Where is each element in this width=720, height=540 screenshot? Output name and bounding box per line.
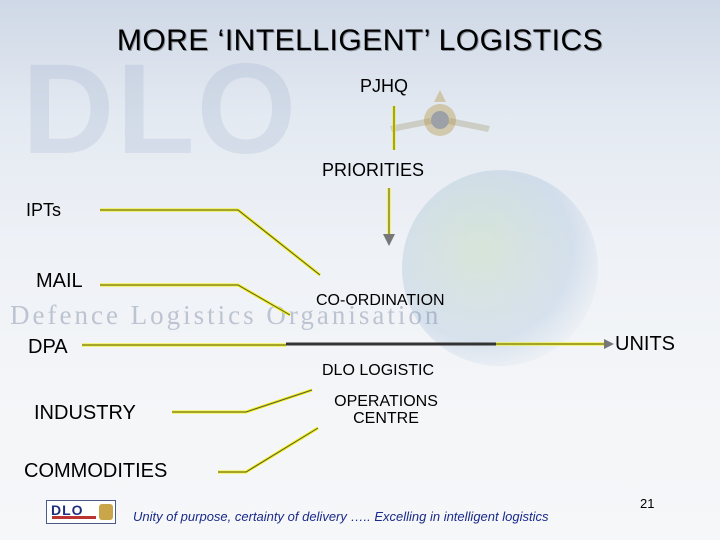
operations-centre-line-2: CENTRE (353, 410, 419, 427)
node-ipts: IPTs (26, 200, 62, 220)
dlo-logo: DLO (46, 500, 116, 524)
arrowhead-units (604, 339, 614, 349)
footer-tagline: Unity of purpose, certainty of delivery … (133, 509, 549, 524)
dlo-logo-text: DLO (51, 502, 84, 518)
connector-mail (100, 283, 291, 317)
globe-watermark-icon (402, 170, 598, 366)
connector-commodities (218, 426, 319, 474)
slide-title: MORE ‘INTELLIGENT’ LOGISTICS (116, 24, 604, 57)
node-operations-centre: OPERATIONS CENTRE (318, 393, 454, 427)
organisation-watermark: Defence Logistics Organisation (10, 300, 442, 330)
logo-underline (52, 516, 96, 519)
crest-small-icon (99, 504, 113, 520)
node-dlo-logistic: DLO LOGISTIC (322, 362, 435, 379)
connector-industry (172, 388, 313, 414)
page-number: 21 (640, 496, 655, 511)
arrowhead-priorities (383, 234, 395, 246)
operations-centre-line-1: OPERATIONS (334, 393, 438, 410)
node-pjhq: PJHQ (360, 76, 409, 96)
node-commodities: COMMODITIES (24, 460, 168, 482)
connector-ipts (100, 208, 321, 277)
node-dpa: DPA (28, 336, 68, 358)
node-coordination: CO-ORDINATION (316, 292, 445, 309)
node-priorities: PRIORITIES (322, 160, 425, 180)
node-mail: MAIL (36, 270, 83, 292)
node-industry: INDUSTRY (34, 402, 136, 424)
crest-emblem-icon (390, 90, 490, 136)
node-units: UNITS (615, 333, 675, 355)
dlo-watermark: DLO (22, 38, 299, 181)
